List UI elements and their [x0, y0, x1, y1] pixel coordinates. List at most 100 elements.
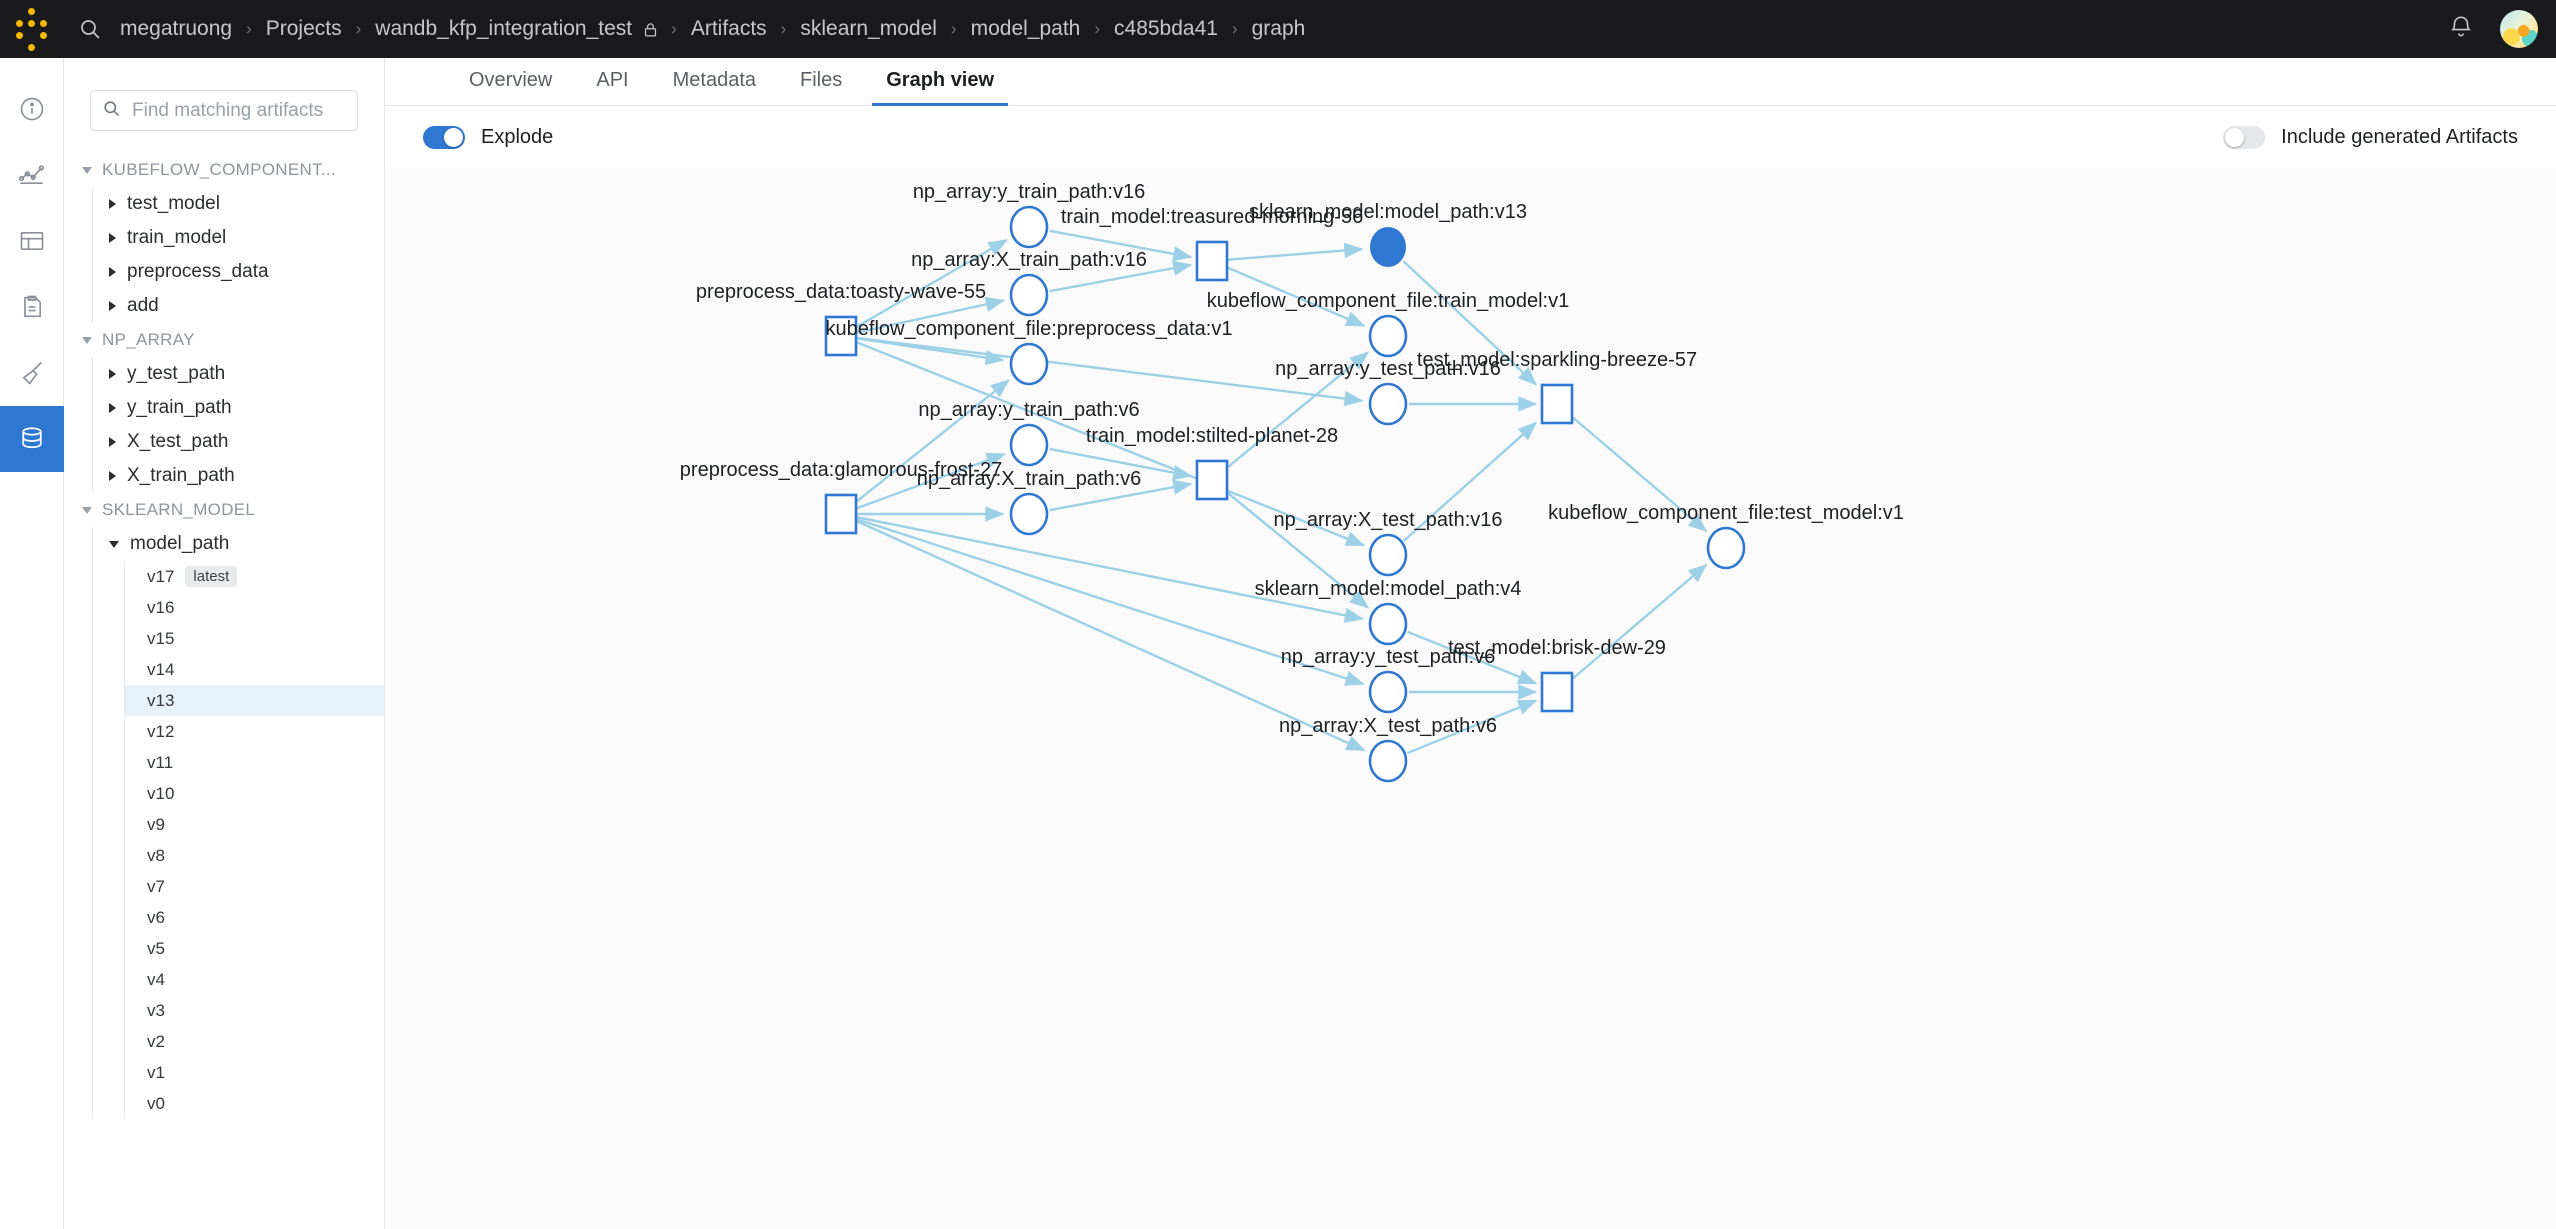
breadcrumb-item-0[interactable]: megatruong	[118, 17, 234, 41]
graph-node-xtr16[interactable]	[1011, 275, 1047, 315]
breadcrumb-separator: ›	[951, 19, 957, 39]
tab-overview[interactable]: Overview	[447, 69, 574, 105]
include-generated-toggle-group[interactable]: Include generated Artifacts	[2223, 126, 2518, 149]
reports-icon[interactable]	[0, 274, 64, 340]
graph-node-label: np_array:X_train_path:v6	[917, 468, 1142, 491]
version-item-v0[interactable]: v0	[125, 1088, 384, 1119]
tree-item-add[interactable]: add	[93, 289, 384, 323]
explode-toggle[interactable]	[423, 126, 465, 149]
chevron-right-icon[interactable]	[109, 301, 116, 311]
search-input[interactable]	[130, 99, 346, 123]
version-item-v1[interactable]: v1	[125, 1057, 384, 1088]
charts-icon[interactable]	[0, 142, 64, 208]
version-label: v8	[147, 846, 165, 866]
chevron-right-icon[interactable]	[109, 437, 116, 447]
chevron-right-icon[interactable]	[109, 369, 116, 379]
version-item-v6[interactable]: v6	[125, 902, 384, 933]
breadcrumb-item-7[interactable]: graph	[1250, 17, 1308, 41]
tab-graph-view[interactable]: Graph view	[864, 69, 1016, 105]
chevron-right-icon[interactable]	[109, 199, 116, 209]
tab-files[interactable]: Files	[778, 69, 864, 105]
app-grid-icon[interactable]	[0, 8, 62, 51]
graph-node-label: np_array:X_test_path:v16	[1273, 509, 1502, 532]
version-item-v12[interactable]: v12	[125, 716, 384, 747]
breadcrumb-item-1[interactable]: Projects	[264, 17, 344, 41]
graph-node-xtr6[interactable]	[1011, 494, 1047, 534]
breadcrumb-item-6[interactable]: c485bda41	[1112, 17, 1220, 41]
chevron-right-icon[interactable]	[109, 233, 116, 243]
breadcrumb-item-3[interactable]: Artifacts	[689, 17, 769, 41]
tab-metadata[interactable]: Metadata	[651, 69, 778, 105]
version-label: v3	[147, 1001, 165, 1021]
version-item-v5[interactable]: v5	[125, 933, 384, 964]
version-item-v2[interactable]: v2	[125, 1026, 384, 1057]
tree-item-y_test_path[interactable]: y_test_path	[93, 357, 384, 391]
breadcrumb: megatruong›Projects›wandb_kfp_integratio…	[118, 17, 1307, 41]
breadcrumb-item-2[interactable]: wandb_kfp_integration_test	[373, 17, 634, 41]
avatar[interactable]	[2500, 10, 2538, 48]
graph-node-sm13[interactable]	[1370, 227, 1406, 267]
tree-item-label: model_path	[130, 533, 229, 555]
version-item-v3[interactable]: v3	[125, 995, 384, 1026]
version-item-v15[interactable]: v15	[125, 623, 384, 654]
version-item-v10[interactable]: v10	[125, 778, 384, 809]
graph-node-tm28[interactable]	[1197, 461, 1227, 499]
sweeps-icon[interactable]	[0, 340, 64, 406]
bell-icon[interactable]	[2448, 14, 2474, 45]
tree-item-model_path[interactable]: model_path	[93, 527, 384, 561]
graph-node-ytr16[interactable]	[1011, 207, 1047, 247]
artifacts-icon[interactable]	[0, 406, 64, 472]
chevron-right-icon[interactable]	[109, 471, 116, 481]
breadcrumb-item-5[interactable]: model_path	[969, 17, 1083, 41]
tree-item-preprocess_data[interactable]: preprocess_data	[93, 255, 384, 289]
version-item-v17[interactable]: v17latest	[125, 561, 384, 592]
graph-node-pd27[interactable]	[826, 495, 856, 533]
graph-node-ytr6[interactable]	[1011, 425, 1047, 465]
include-generated-toggle[interactable]	[2223, 126, 2265, 149]
tree-item-X_train_path[interactable]: X_train_path	[93, 459, 384, 493]
graph-node-yte6[interactable]	[1370, 672, 1406, 712]
graph-node-sm4[interactable]	[1370, 604, 1406, 644]
version-item-v9[interactable]: v9	[125, 809, 384, 840]
search-artifacts-box[interactable]	[90, 90, 358, 131]
chevron-right-icon[interactable]	[109, 267, 116, 277]
version-item-v11[interactable]: v11	[125, 747, 384, 778]
version-item-v4[interactable]: v4	[125, 964, 384, 995]
version-list: v17latestv16v15v14v13v12v11v10v9 v8 v7v6v5…	[124, 561, 384, 1119]
breadcrumb-item-4[interactable]: sklearn_model	[798, 17, 939, 41]
explode-toggle-group[interactable]: Explode	[423, 126, 553, 149]
table-icon[interactable]	[0, 208, 64, 274]
search-icon[interactable]	[62, 17, 118, 41]
graph-node-tm56[interactable]	[1197, 242, 1227, 280]
version-item-v7[interactable]: v7	[125, 871, 384, 902]
graph-node-tm57[interactable]	[1542, 385, 1572, 423]
chevron-down-icon	[82, 507, 92, 514]
tree-group-np-array[interactable]: NP_ARRAY	[64, 323, 384, 357]
artifact-lineage-graph[interactable]: preprocess_data:toasty-wave-55np_array:y…	[385, 168, 2556, 1229]
version-item-v16[interactable]: v16	[125, 592, 384, 623]
tree-item-train_model[interactable]: train_model	[93, 221, 384, 255]
tree-group-kubeflow-component-[interactable]: KUBEFLOW_COMPONENT...	[64, 153, 384, 187]
artifacts-sidebar: KUBEFLOW_COMPONENT...test_modeltrain_mod…	[64, 58, 385, 1229]
graph-node-xte16[interactable]	[1370, 535, 1406, 575]
version-item-v14[interactable]: v14	[125, 654, 384, 685]
tree-item-X_test_path[interactable]: X_test_path	[93, 425, 384, 459]
chevron-down-icon[interactable]	[109, 541, 119, 548]
overview-icon[interactable]	[0, 76, 64, 142]
tab-api[interactable]: API	[574, 69, 650, 105]
version-item-v13[interactable]: v13	[125, 685, 384, 716]
version-item-v8[interactable]: v8	[125, 840, 384, 871]
graph-node-kcfte[interactable]	[1708, 528, 1744, 568]
graph-node-xte6[interactable]	[1370, 741, 1406, 781]
graph-node-kcfpd[interactable]	[1011, 344, 1047, 384]
graph-node-yte16[interactable]	[1370, 384, 1406, 424]
chevron-right-icon[interactable]	[109, 403, 116, 413]
graph-node-label: np_array:y_train_path:v16	[913, 181, 1145, 204]
artifact-tree: KUBEFLOW_COMPONENT...test_modeltrain_mod…	[64, 153, 384, 1119]
graph-node-tm29[interactable]	[1542, 673, 1572, 711]
chevron-down-icon	[82, 337, 92, 344]
tree-item-y_train_path[interactable]: y_train_path	[93, 391, 384, 425]
graph-node-kcftr[interactable]	[1370, 316, 1406, 356]
tree-item-test_model[interactable]: test_model	[93, 187, 384, 221]
tree-group-sklearn-model[interactable]: SKLEARN_MODEL	[64, 493, 384, 527]
